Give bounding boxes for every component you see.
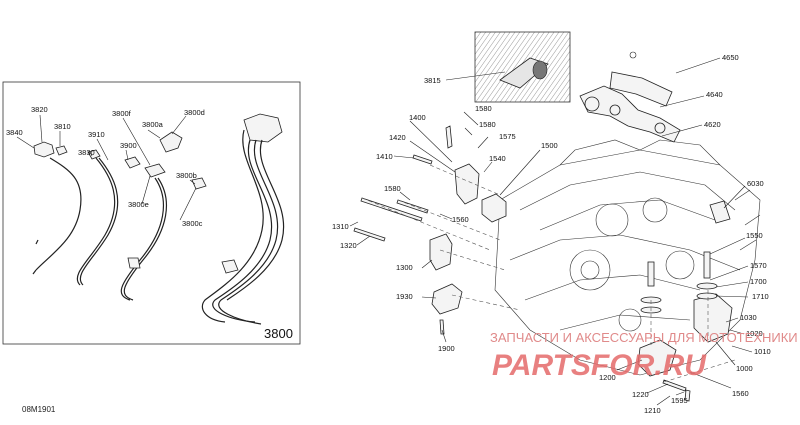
label-4640: 4640 xyxy=(706,90,723,99)
label-1210: 1210 xyxy=(644,406,661,415)
label-3800a: 3800a xyxy=(142,120,164,129)
harness-3830 xyxy=(76,157,116,286)
label-4650: 4650 xyxy=(722,53,739,62)
label-1930: 1930 xyxy=(396,292,413,301)
label-3800b: 3800b xyxy=(176,171,197,180)
label-3840: 3840 xyxy=(6,128,23,137)
wire-end-3820 xyxy=(32,239,39,275)
sensor-3820 xyxy=(33,141,55,158)
connector-3800b xyxy=(191,177,207,190)
connector-3800c xyxy=(127,257,141,269)
label-1010: 1010 xyxy=(754,347,771,356)
label-1560a: 1560 xyxy=(452,215,469,224)
harness-group xyxy=(16,113,285,325)
label-1000: 1000 xyxy=(736,364,753,373)
label-1420: 1420 xyxy=(389,133,406,142)
watermark-line1: ЗАПЧАСТИ И АКСЕССУАРЫ ДЛЯ МОТОТЕХНИКИ xyxy=(490,330,798,345)
label-3820: 3820 xyxy=(31,105,48,114)
connector-3800e xyxy=(144,163,166,178)
label-3815: 3815 xyxy=(424,76,441,85)
label-4620: 4620 xyxy=(704,120,721,129)
diagram-code: 08M1901 xyxy=(22,405,56,414)
label-1200: 1200 xyxy=(599,373,616,382)
harness-3830-b xyxy=(79,157,119,286)
label-3900: 3900 xyxy=(120,141,137,150)
label-1580b: 1580 xyxy=(479,120,496,129)
label-1220: 1220 xyxy=(632,390,649,399)
watermark-line2: PARTSFOR.RU xyxy=(492,349,707,382)
heat-shield-inset xyxy=(474,31,571,103)
bracket-1400 xyxy=(454,163,480,205)
intake-assembly xyxy=(579,71,681,143)
label-3830: 3830 xyxy=(78,148,95,157)
label-1710: 1710 xyxy=(752,292,769,301)
label-1020: 1020 xyxy=(746,329,763,338)
label-1900: 1900 xyxy=(438,344,455,353)
harness-3800-b xyxy=(218,139,279,325)
wire-3820 xyxy=(35,157,82,271)
label-1580a: 1580 xyxy=(475,104,492,113)
label-1030: 1030 xyxy=(740,313,757,322)
harness-3800e-b xyxy=(123,177,167,301)
label-3800d: 3800d xyxy=(184,108,205,117)
harness-inset-frame xyxy=(2,81,301,345)
intake-cover-4650 xyxy=(609,71,673,107)
bracket-1300 xyxy=(429,233,453,271)
connector-3800-end xyxy=(221,259,239,274)
harness-3800 xyxy=(212,139,273,323)
connector-3830 xyxy=(87,149,101,160)
label-3800: 3800 xyxy=(264,326,293,341)
bracket-1200 xyxy=(637,339,677,377)
harness-3800-d xyxy=(201,129,264,323)
label-1700: 1700 xyxy=(750,277,767,286)
label-1300: 1300 xyxy=(396,263,413,272)
label-1410: 1410 xyxy=(376,152,393,161)
mount-1500 xyxy=(481,193,507,223)
label-1575: 1575 xyxy=(499,132,516,141)
label-3800c: 3800c xyxy=(182,219,203,228)
label-1580c: 1580 xyxy=(384,184,401,193)
label-1500: 1500 xyxy=(541,141,558,150)
connector-3810 xyxy=(55,145,68,156)
label-3800f: 3800f xyxy=(112,109,132,118)
connector-3900 xyxy=(124,156,141,169)
label-1550: 1550 xyxy=(746,231,763,240)
label-1595: 1595 xyxy=(671,396,688,405)
label-1400: 1400 xyxy=(409,113,426,122)
label-6030: 6030 xyxy=(747,179,764,188)
label-1570: 1570 xyxy=(750,261,767,270)
relay-3800a xyxy=(159,131,183,153)
label-1320: 1320 xyxy=(340,241,357,250)
label-3800e: 3800e xyxy=(128,200,149,209)
harness-3800e xyxy=(120,177,164,301)
bracket-1930 xyxy=(431,283,463,315)
harness-3800-c xyxy=(226,139,285,301)
label-1560b: 1560 xyxy=(732,389,749,398)
label-1540: 1540 xyxy=(489,154,506,163)
label-3810: 3810 xyxy=(54,122,71,131)
label-1310: 1310 xyxy=(332,222,349,231)
decal-6030 xyxy=(709,200,731,224)
label-3910: 3910 xyxy=(88,130,105,139)
fuse-box-3800 xyxy=(243,113,283,143)
